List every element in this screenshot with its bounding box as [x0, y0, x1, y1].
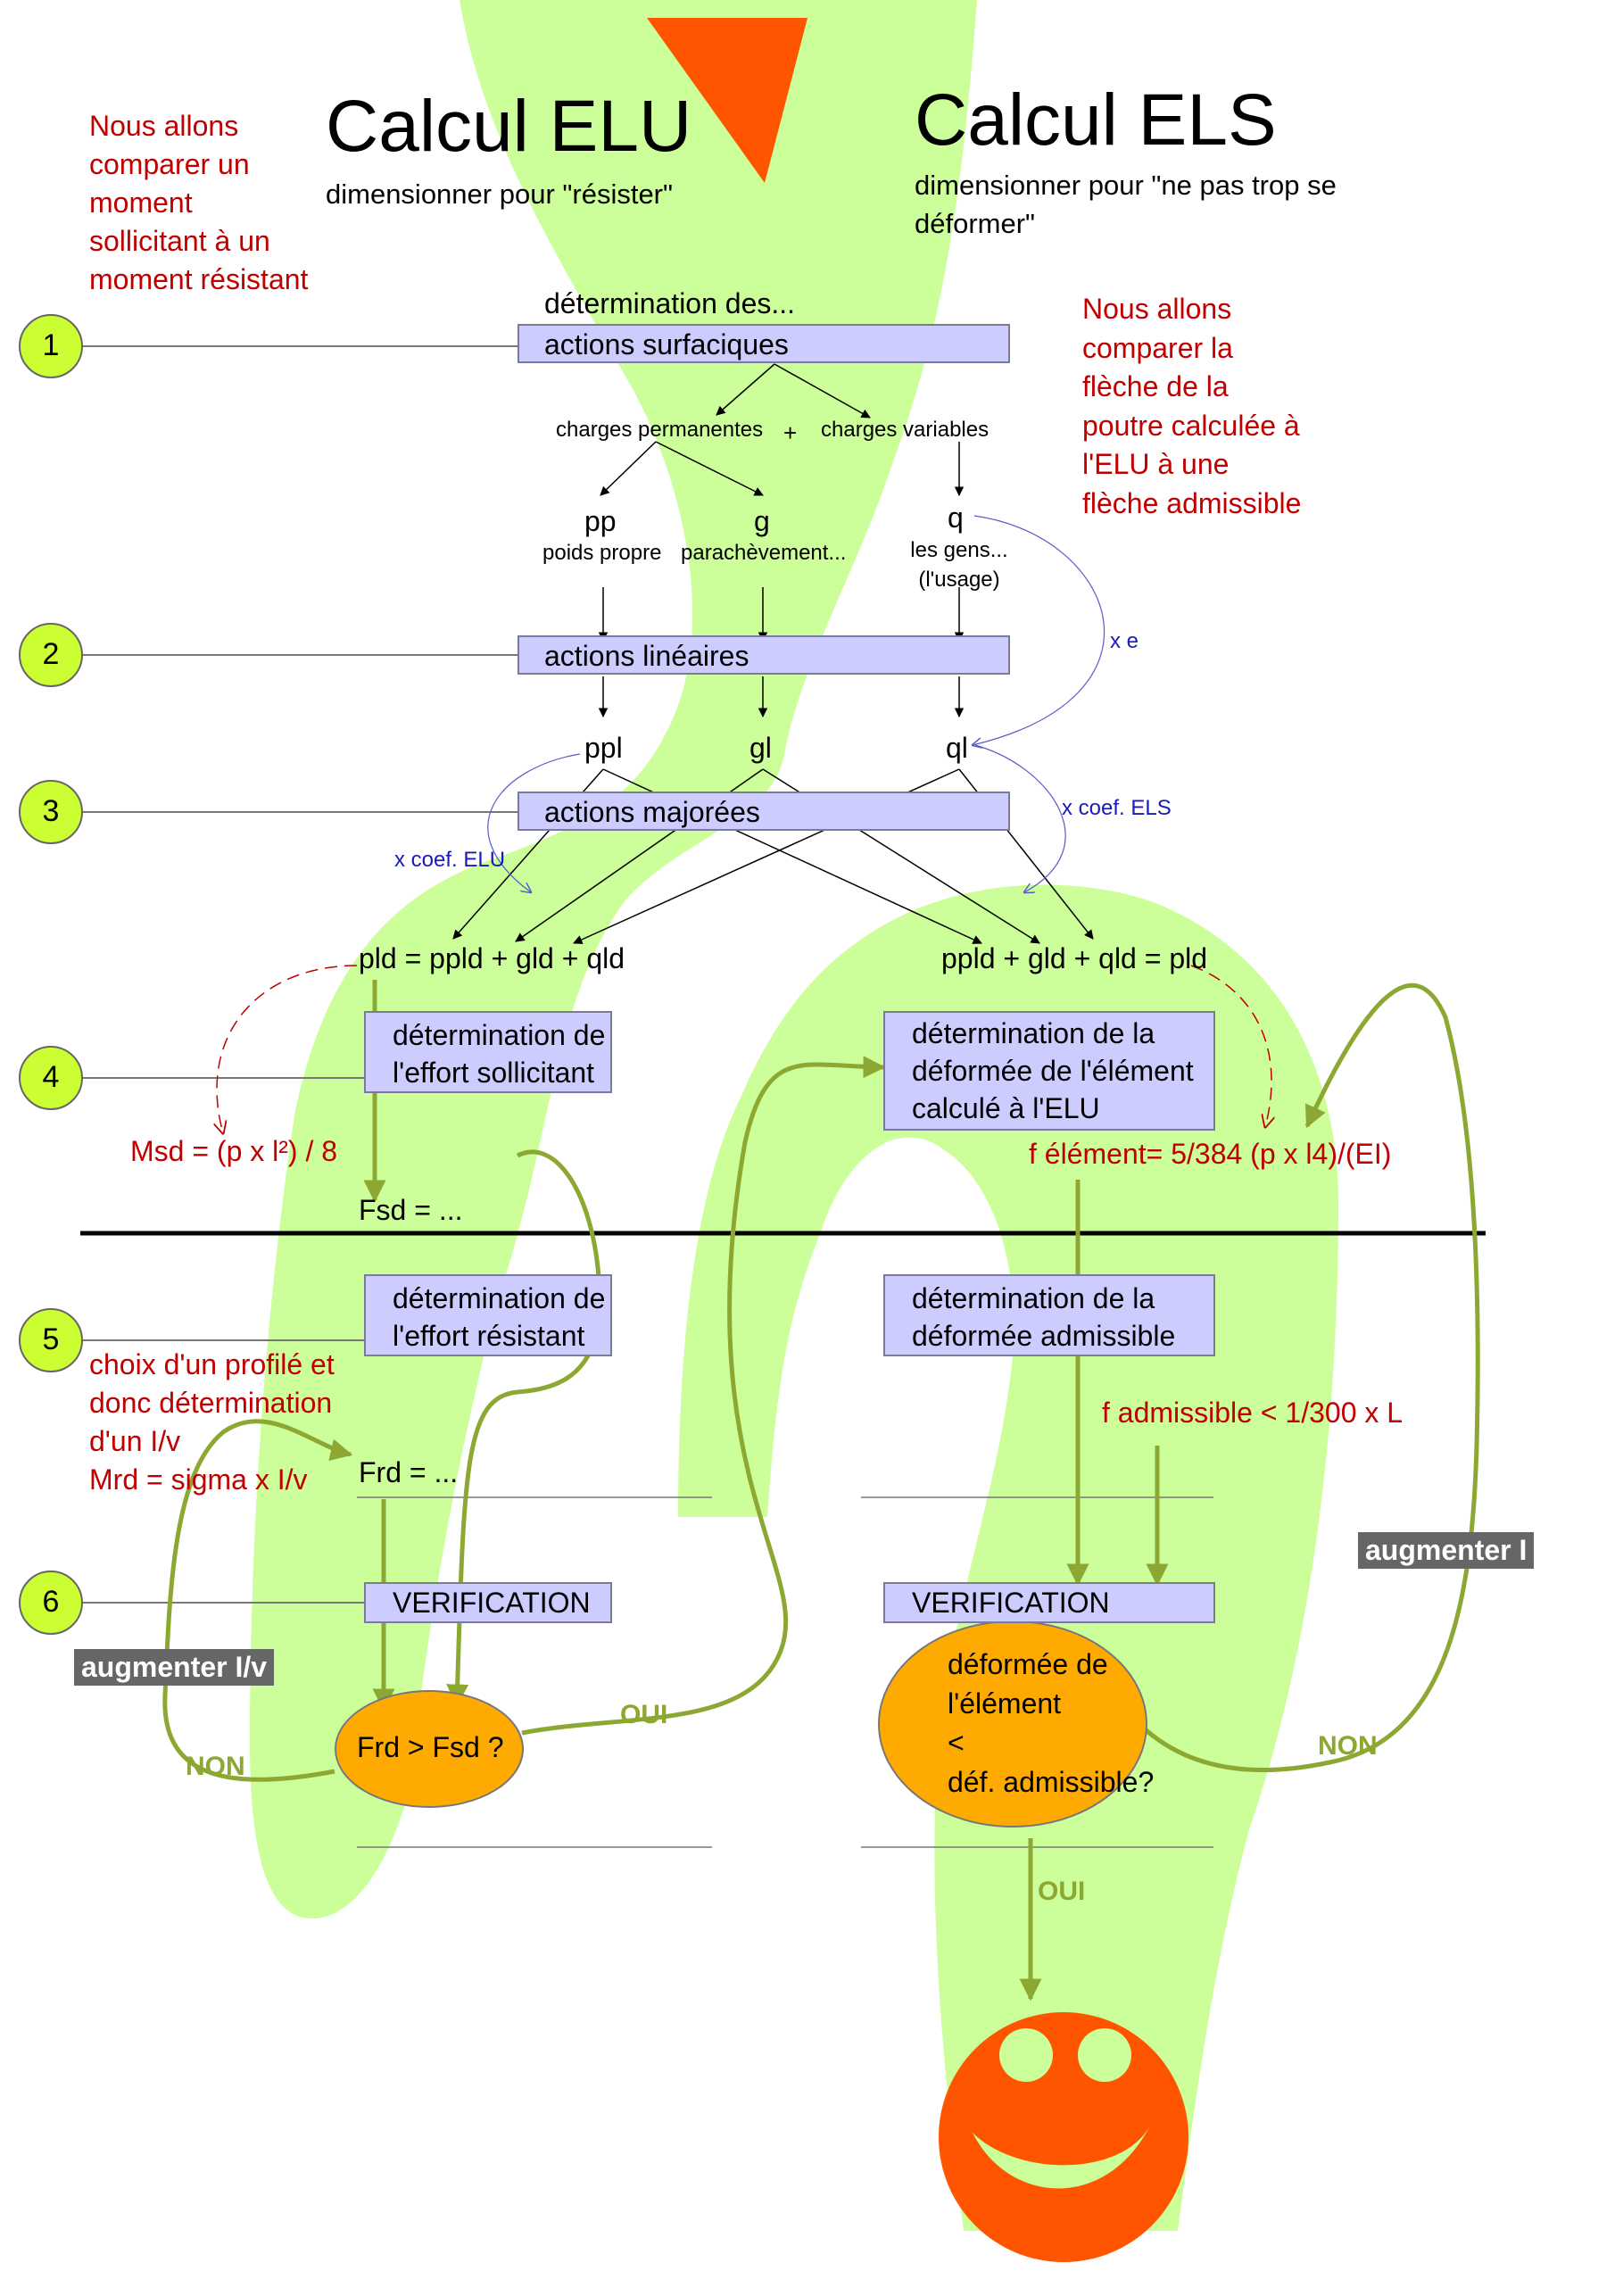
element-deflection-formula: f élément= 5/384 (p x l4)/(EI)	[1029, 1138, 1392, 1170]
plus-sign: +	[783, 419, 798, 446]
els-verification-label: VERIFICATION	[912, 1587, 1110, 1619]
elu-decision-label: Frd > Fsd ?	[357, 1731, 504, 1763]
step-circles	[19, 314, 83, 1635]
factored-actions-label: actions majorées	[544, 796, 760, 828]
step-number: 3	[42, 794, 60, 828]
step-number: 4	[42, 1060, 60, 1094]
step-number: 6	[42, 1585, 60, 1619]
gl-symbol: gl	[749, 732, 772, 764]
permanent-charges-label: charges permanentes	[556, 418, 764, 442]
allowable-deflection-box: détermination de la déformée admissible	[883, 1274, 1215, 1356]
frd-value: Frd = ...	[359, 1456, 459, 1488]
increase-iv-badge: augmenter I/v	[74, 1649, 275, 1686]
elu-verification-box: VERIFICATION	[364, 1582, 612, 1623]
g-description: parachèvement...	[681, 541, 847, 565]
pp-symbol: pp	[584, 505, 617, 537]
times-e-label: x e	[1110, 629, 1139, 653]
thin-separators	[357, 1496, 1213, 1848]
ppl-symbol: ppl	[584, 732, 623, 764]
element-deflection-box: détermination de la déformée de l'élémen…	[883, 1011, 1215, 1131]
increase-i-badge: augmenter I	[1358, 1532, 1535, 1569]
smiley-face-icon	[939, 2012, 1188, 2262]
coefficient-arrows	[487, 515, 1105, 892]
elu-yes-label: OUI	[620, 1700, 668, 1729]
variable-charges-label: charges variables	[821, 418, 990, 442]
resisting-effort-label: détermination de l'effort résistant	[393, 1282, 606, 1352]
ql-symbol: ql	[946, 732, 968, 764]
q-description: les gens... (l'usage)	[910, 538, 1008, 592]
intro-note-right: Nous allons comparer la flèche de la pou…	[1082, 293, 1302, 519]
elu-verification-label: VERIFICATION	[393, 1587, 591, 1619]
formula-pointers	[217, 965, 1271, 1133]
surface-actions-box: actions surfaciques	[518, 324, 1010, 363]
elu-decision-ellipse	[335, 1690, 524, 1808]
els-subtitle: déformer"	[915, 208, 1036, 239]
allowable-deflection-formula: f admissible < 1/300 x L	[1102, 1397, 1404, 1429]
q-symbol: q	[948, 501, 964, 534]
els-title: Calcul ELS	[915, 79, 1277, 161]
elu-design-load: pld = ppld + gld + qld	[359, 942, 625, 974]
resisting-effort-box: détermination de l'effort résistant	[364, 1274, 612, 1356]
surface-intro: détermination des...	[544, 287, 796, 319]
acting-effort-label: détermination de l'effort sollicitant	[393, 1019, 606, 1089]
msd-formula: Msd = (p x l²) / 8	[130, 1135, 338, 1167]
els-coefficient-label: x coef. ELS	[1062, 796, 1172, 820]
flow-arrows	[162, 980, 1480, 2002]
warning-triangle-icon	[647, 18, 807, 183]
fsd-value: Fsd = ...	[359, 1194, 463, 1226]
els-subtitle: dimensionner pour "ne pas trop se	[915, 170, 1337, 201]
profile-choice-note: choix d'un profilé et donc détermination…	[89, 1348, 335, 1496]
green-flow-band-right	[678, 884, 1338, 2232]
step-number: 5	[42, 1322, 60, 1356]
els-decision-label: déformée de l'élément < déf. admissible?	[948, 1648, 1155, 1798]
elu-no-label: NON	[186, 1752, 245, 1781]
intro-note-left: Nous allons comparer un moment sollicita…	[89, 110, 309, 295]
surface-actions-label: actions surfaciques	[544, 328, 789, 361]
elu-subtitle: dimensionner pour "résister"	[326, 178, 674, 210]
els-yes-label: OUI	[1038, 1877, 1086, 1906]
g-symbol: g	[754, 505, 770, 537]
els-no-label: NON	[1318, 1731, 1378, 1761]
allowable-deflection-label: détermination de la déformée admissible	[912, 1282, 1176, 1352]
elu-title: Calcul ELU	[326, 86, 692, 167]
pp-description: poids propre	[542, 541, 662, 565]
linear-actions-label: actions linéaires	[544, 640, 749, 672]
element-deflection-label: détermination de la déformée de l'élémen…	[912, 1017, 1194, 1124]
els-design-load: ppld + gld + qld = pld	[941, 942, 1208, 974]
factored-actions-box: actions majorées	[518, 792, 1010, 831]
linear-actions-box: actions linéaires	[518, 635, 1010, 675]
green-flow-band	[250, 0, 977, 1919]
acting-effort-box: détermination de l'effort sollicitant	[364, 1011, 612, 1093]
step-number: 2	[42, 637, 60, 671]
step-number: 1	[42, 328, 60, 362]
step-connector-lines	[82, 345, 519, 1604]
els-verification-box: VERIFICATION	[883, 1582, 1215, 1623]
elu-coefficient-label: x coef. ELU	[394, 848, 506, 872]
